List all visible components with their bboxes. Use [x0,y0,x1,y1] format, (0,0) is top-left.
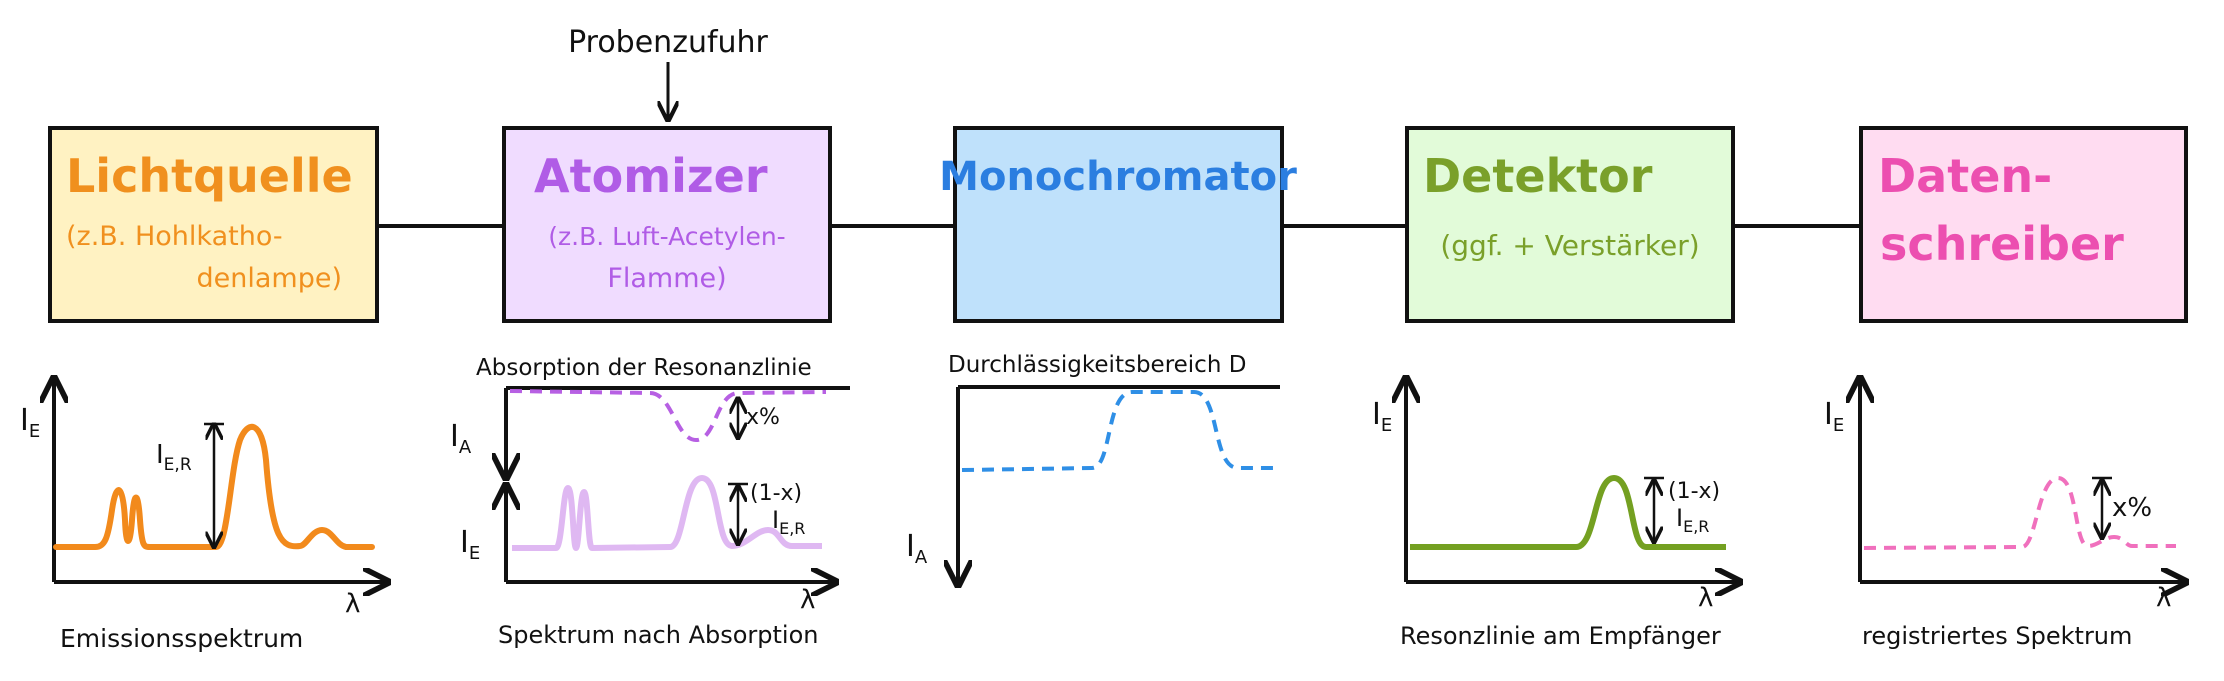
absorption-x-label: λ [800,585,815,615]
detektor-caption: Resonzlinie am Empfänger [1400,622,1721,650]
emission-x-label: λ [345,589,360,619]
recorder-annot: x% [2112,493,2152,523]
box-lichtquelle: Lichtquelle (z.B. Hohlkatho- denlampe) [48,126,379,323]
detektor-annot-1: (1-x) [1668,479,1720,504]
detektor-x-label: λ [1698,583,1713,613]
detektor-annot-2: IE,R [1676,504,1709,536]
box-datenschreiber: Daten- schreiber [1859,126,2188,323]
detektor-curve [1410,475,1726,550]
mono-title: Durchlässigkeitsbereich D [948,352,1246,378]
atomizer-subtitle-line1: (z.B. Luft-Acetylen- [548,222,785,251]
recorder-y-label: IE [1824,397,1844,436]
absorption-curve [512,475,822,551]
emission-caption: Emissionsspektrum [60,624,303,653]
recorder-x-label: λ [2156,583,2171,613]
absorption-top-title: Absorption der Resonanzlinie [476,355,812,381]
absorption-top-annot: x% [746,405,780,430]
plot-detektor: IE λ (1-x) IE,R Resonzlinie am Empfänger [1372,378,1740,650]
detektor-subtitle: (ggf. + Verstärker) [1440,229,1699,262]
absorption-top-y-label: IA [450,419,472,458]
box-detektor: Detektor (ggf. + Verstärker) [1405,126,1735,323]
plot-absorption: Absorption der Resonanzlinie IA x% IE λ … [450,355,850,649]
monochromator-title: Monochromator [939,154,1297,200]
plot-monochromator: Durchlässigkeitsbereich D IA [906,352,1280,585]
plot-recorder: IE λ x% registriertes Spektrum [1824,378,2186,650]
emission-y-label: IE [20,403,40,442]
mono-y-label: IA [906,529,928,568]
recorder-curve [1863,475,2176,550]
datenschreiber-title-line2: schreiber [1880,217,2124,271]
datenschreiber-title-line1: Daten- [1878,149,2052,203]
emission-peak-label: IE,R [156,440,192,475]
plot-emission: IE λ IE,R Emissionsspektrum [20,378,388,653]
absorption-caption: Spektrum nach Absorption [498,621,819,649]
recorder-caption: registriertes Spektrum [1862,622,2132,650]
lichtquelle-subtitle-line2: denlampe) [197,263,343,294]
absorption-annot-1: (1-x) [750,481,802,506]
atomizer-title: Atomizer [534,149,768,203]
absorption-y-label: IE [460,525,480,564]
lichtquelle-subtitle-line1: (z.B. Hohlkatho- [66,221,283,252]
absorption-top-curve [509,389,827,443]
sample-feed-label: Probenzufuhr [568,25,768,60]
mono-curve [961,390,1280,472]
lichtquelle-title: Lichtquelle [66,149,353,203]
box-atomizer: Atomizer (z.B. Luft-Acetylen- Flamme) [502,126,832,323]
absorption-annot-2: IE,R [772,506,805,538]
atomizer-subtitle-line2: Flamme) [607,263,726,294]
box-monochromator: Monochromator [939,126,1297,323]
detektor-y-label: IE [1372,397,1392,436]
detektor-title: Detektor [1423,149,1653,203]
